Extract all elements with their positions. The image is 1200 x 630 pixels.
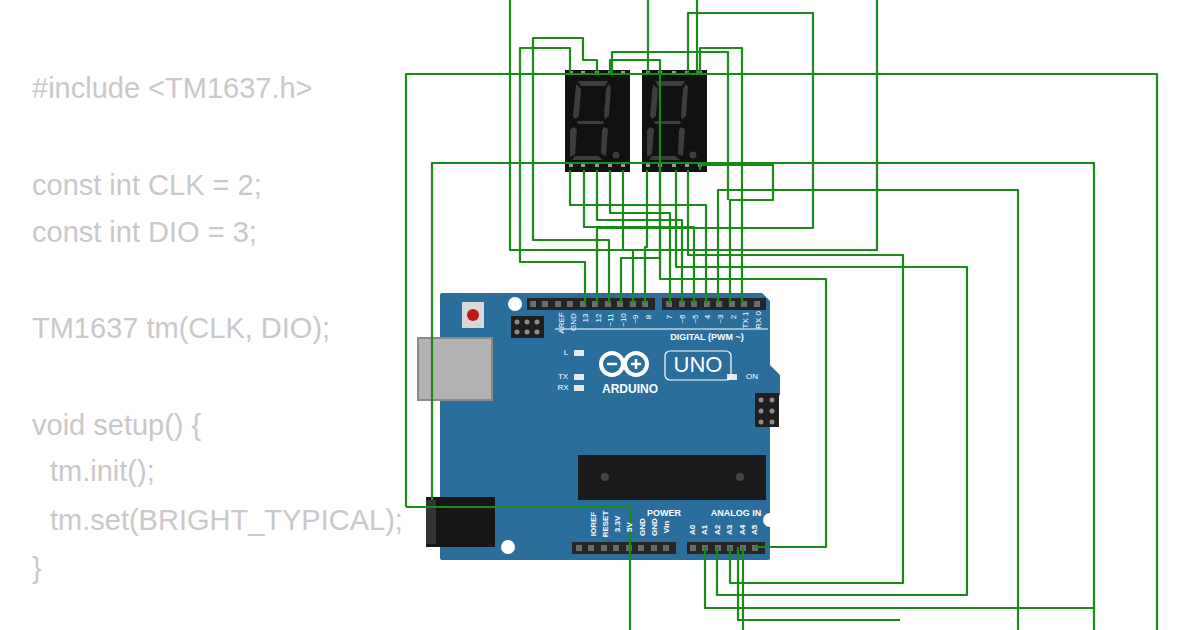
- board-label: GND: [570, 313, 578, 331]
- board-label: RX 0: [755, 311, 763, 329]
- board-label: A0: [689, 525, 697, 535]
- board-label: GND: [651, 518, 659, 536]
- code-line: const int DIO = 3;: [32, 214, 257, 250]
- code-line: void setup() {: [32, 407, 201, 443]
- board-label: ~11: [607, 314, 615, 327]
- board-label: AREF: [558, 312, 566, 333]
- board-label: TX: [558, 373, 568, 381]
- wire: [406, 0, 1157, 630]
- board-label: 2: [730, 315, 738, 319]
- code-line: #include <TM1637.h>: [32, 70, 313, 106]
- board-label: TX 1: [742, 312, 750, 329]
- board-label: ANALOG IN: [711, 509, 762, 518]
- board-label: ~10: [620, 313, 628, 327]
- board-label: L: [564, 349, 568, 357]
- board-label: 3.3V: [614, 516, 622, 532]
- board-label: ~3: [717, 314, 725, 323]
- code-line: const int CLK = 2;: [32, 167, 262, 203]
- board-label: RX: [557, 384, 568, 392]
- board-label: IOREF: [590, 512, 598, 536]
- code-line: }: [32, 550, 42, 586]
- board-label: DIGITAL (PWM ~): [670, 333, 743, 342]
- board-label: 12: [595, 314, 603, 323]
- board-label: 7: [666, 315, 674, 319]
- board-label: A3: [726, 525, 734, 535]
- board-label: A5: [751, 525, 759, 535]
- board-label: ~9: [632, 314, 640, 323]
- seven-segment-display: [565, 70, 707, 172]
- board-label: RESET: [602, 511, 610, 538]
- code-line: tm.init();: [50, 453, 155, 489]
- board-label: 4: [704, 315, 712, 319]
- board-label: A1: [701, 525, 709, 535]
- arduino-board: [418, 293, 780, 560]
- board-label: POWER: [647, 509, 681, 518]
- board-label: ON: [746, 373, 758, 381]
- board-label: Vin: [663, 521, 671, 533]
- board-label: 13: [582, 314, 590, 323]
- board-label: ~5: [692, 314, 700, 323]
- board-label: 8: [645, 315, 653, 319]
- board-label: GND: [639, 518, 647, 536]
- board-label: A2: [714, 525, 722, 535]
- board-label: ~6: [679, 314, 687, 323]
- arduino-uno-board: AREF GND 13 12 ~11 ~10 ~9 8 7 ~6 ~5 4 ~3 2 TX 1 RX 0 DIG…: [440, 293, 770, 560]
- board-label: 5V: [626, 522, 634, 532]
- board-label: A4: [739, 525, 747, 535]
- board-label: UNO: [674, 354, 723, 376]
- code-line: tm.set(BRIGHT_TYPICAL);: [50, 502, 403, 538]
- code-line: TM1637 tm(CLK, DIO);: [32, 310, 330, 346]
- board-label: ARDUINO: [602, 383, 658, 395]
